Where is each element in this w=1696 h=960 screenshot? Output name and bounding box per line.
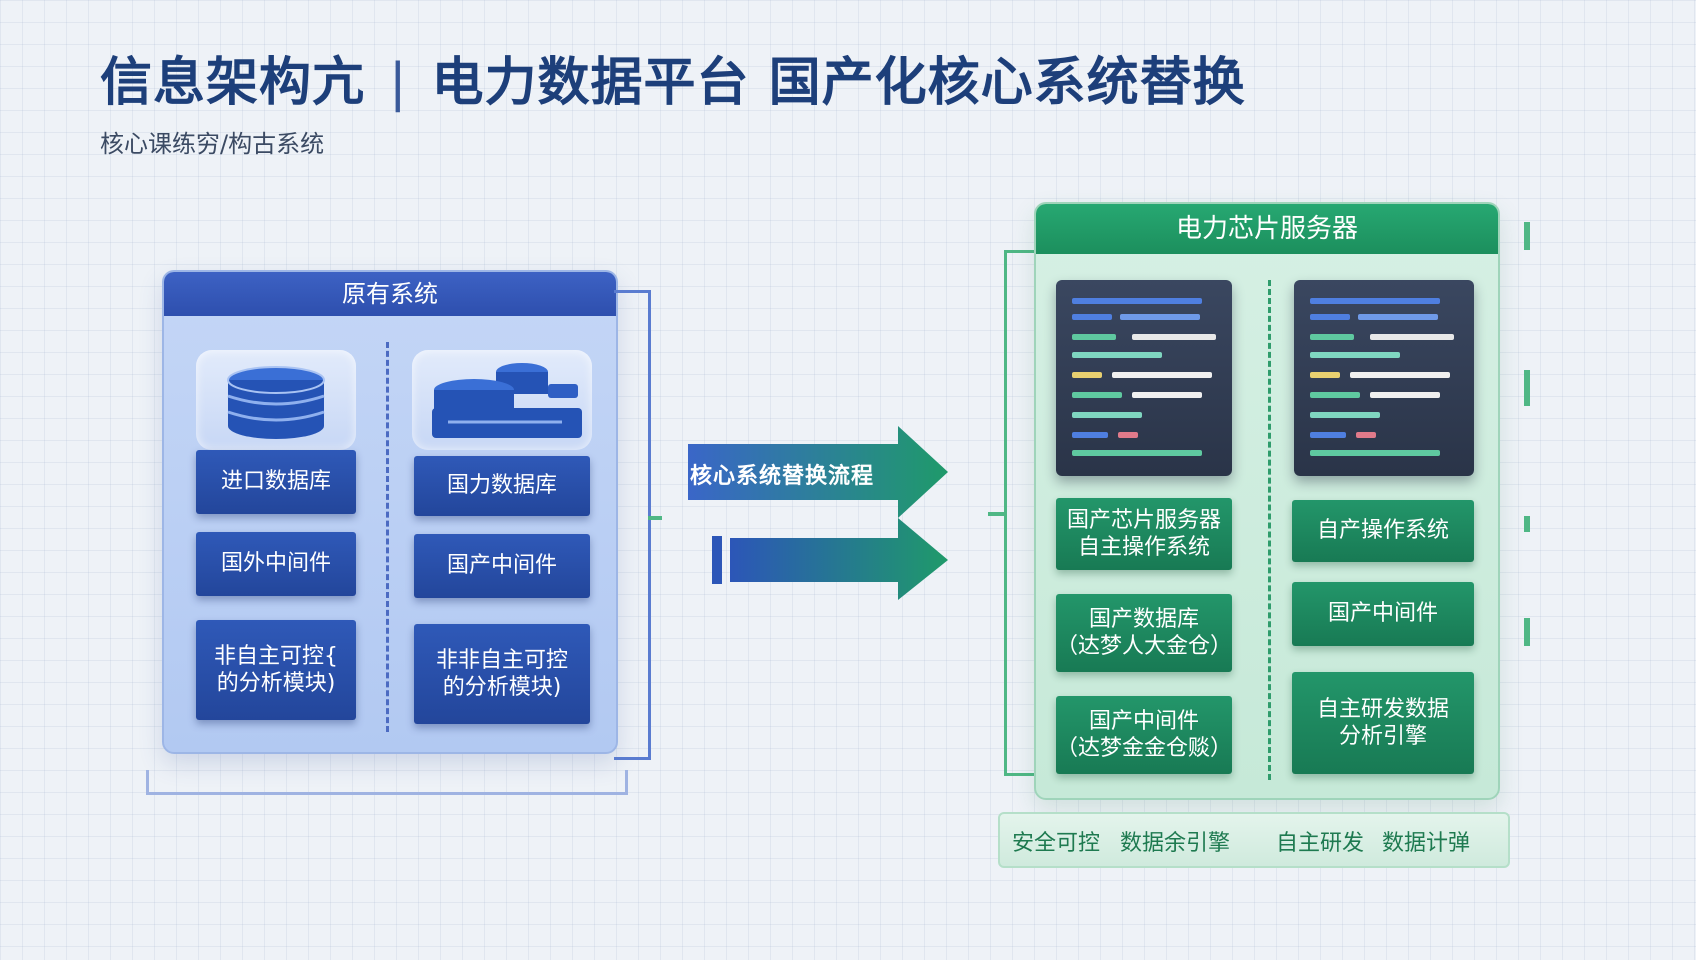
server-rack-icon <box>1294 280 1474 476</box>
right-edge-tick <box>1524 222 1530 250</box>
domestic-item: 国产芯片服务器 自主操作系统 <box>1056 498 1232 570</box>
domestic-column-divider <box>1268 280 1271 780</box>
domestic-item: 国产中间件 （达梦金金仓赕） <box>1056 696 1232 774</box>
arrow-tail-bar <box>712 536 722 584</box>
database-icon <box>227 366 325 439</box>
title-right: 电力数据平台 国产化核心系统替换 <box>431 53 1246 113</box>
upper-arrow-shape <box>688 426 948 518</box>
feature-tag: 自主研发 <box>1276 831 1365 856</box>
title-separator: | <box>389 53 408 113</box>
legacy-server-icon-well <box>412 350 592 450</box>
legacy-db-icon-well <box>196 350 356 450</box>
legacy-item: 国外中间件 <box>196 532 356 596</box>
legacy-item: 非自主可控{ 的分析模块) <box>196 620 356 720</box>
legacy-bottom-bracket <box>146 770 628 795</box>
page-subtitle: 核心课练穷/构古系统 <box>100 130 325 158</box>
legacy-column-divider <box>386 342 389 732</box>
legacy-item: 国产中间件 <box>414 534 590 598</box>
legacy-bracket <box>614 290 651 760</box>
legacy-system-panel: 原有系统 进口数据库 国外中间件 非自主可控{ 的分析模块) 国力数据库 国产中… <box>162 270 618 754</box>
lower-arrow-shape <box>730 518 948 600</box>
legacy-item: 进口数据库 <box>196 450 356 514</box>
domestic-bracket <box>1004 250 1037 776</box>
title-left: 信息架构亢 <box>100 53 366 113</box>
feature-tag: 数据余引擎 <box>1120 831 1231 856</box>
right-edge-tick <box>1524 516 1530 532</box>
legacy-item: 非非自主可控 的分析模块) <box>414 624 590 724</box>
server-rack-icon <box>1056 280 1232 476</box>
right-edge-tick <box>1524 370 1530 406</box>
domestic-feature-bar: 安全可控 数据余引擎 自主研发 数据计弹 <box>998 812 1510 868</box>
legacy-system-title: 原有系统 <box>164 272 616 316</box>
domestic-item: 国产数据库 （达梦人大金仓） <box>1056 594 1232 672</box>
right-edge-tick <box>1524 618 1530 646</box>
domestic-bracket-tick <box>988 512 1004 516</box>
replacement-flow-label: 核心系统替换流程 <box>690 464 875 489</box>
domestic-item: 国产中间件 <box>1292 582 1474 646</box>
domestic-system-panel: 电力芯片服务器 国产芯片服务器 自主操作系统 国产数据库 （达梦人大金仓） <box>1034 202 1500 800</box>
domestic-item: 自主研发数据 分析引擎 <box>1292 672 1474 774</box>
domestic-item: 自产操作系统 <box>1292 500 1474 562</box>
page-title: 信息架构亢 | 电力数据平台 国产化核心系统替换 <box>100 40 1246 115</box>
feature-tag: 安全可控 <box>1012 831 1101 856</box>
server-stack-icon <box>432 363 582 438</box>
legacy-bracket-tick <box>648 516 662 520</box>
legacy-item: 国力数据库 <box>414 456 590 516</box>
domestic-system-title: 电力芯片服务器 <box>1036 204 1498 254</box>
feature-tag: 数据计弹 <box>1382 831 1471 856</box>
replacement-arrows <box>688 426 948 600</box>
